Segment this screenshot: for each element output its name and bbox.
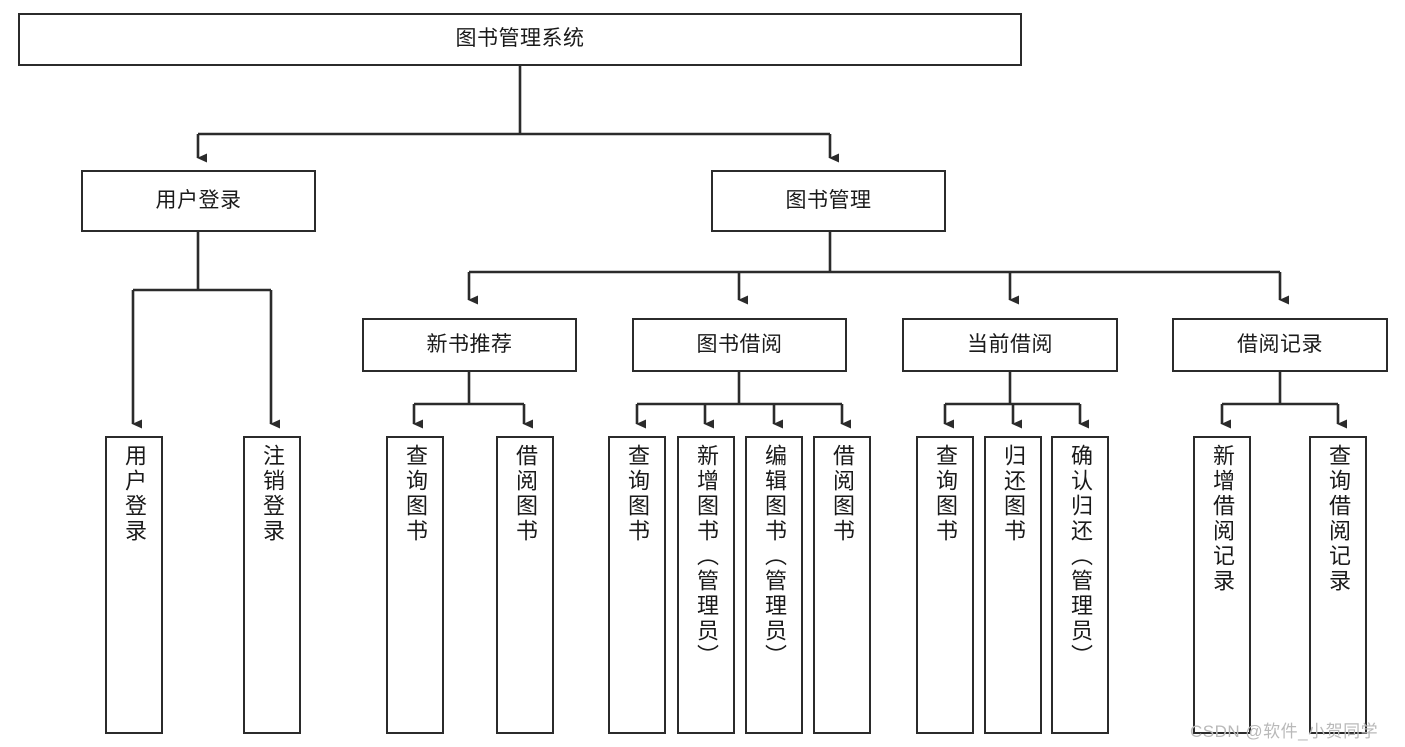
node-label: 图书借阅 <box>696 332 783 356</box>
leaf-add-borrow-record[interactable]: 新增借阅记录 <box>1193 436 1251 734</box>
node-label: 查询图书 <box>403 444 428 544</box>
leaf-confirm-return[interactable]: 确认归还（管理员） <box>1051 436 1109 734</box>
node-book-manage[interactable]: 图书管理 <box>711 170 946 232</box>
node-label: 查询图书 <box>625 444 650 544</box>
node-label: 查询借阅记录 <box>1326 444 1351 594</box>
node-root-system[interactable]: 图书管理系统 <box>18 13 1022 66</box>
node-book-borrow[interactable]: 图书借阅 <box>632 318 847 372</box>
node-user-login[interactable]: 用户登录 <box>81 170 316 232</box>
leaf-query-book-recommend[interactable]: 查询图书 <box>386 436 444 734</box>
node-label: 新增图书（管理员） <box>694 444 719 669</box>
leaf-query-book-current[interactable]: 查询图书 <box>916 436 974 734</box>
node-label: 图书管理 <box>785 188 872 212</box>
node-label: 查询图书 <box>933 444 958 544</box>
leaf-user-login[interactable]: 用户登录 <box>105 436 163 734</box>
node-label: 注销登录 <box>260 444 285 544</box>
node-label: 确认归还（管理员） <box>1068 444 1093 669</box>
node-label: 新书推荐 <box>426 332 513 356</box>
leaf-add-book[interactable]: 新增图书（管理员） <box>677 436 735 734</box>
node-label: 借阅记录 <box>1237 332 1323 356</box>
leaf-borrow-book-recommend[interactable]: 借阅图书 <box>496 436 554 734</box>
node-current-borrow[interactable]: 当前借阅 <box>902 318 1118 372</box>
leaf-edit-book[interactable]: 编辑图书（管理员） <box>745 436 803 734</box>
node-borrow-record[interactable]: 借阅记录 <box>1172 318 1388 372</box>
leaf-query-book-borrow[interactable]: 查询图书 <box>608 436 666 734</box>
node-label: 新增借阅记录 <box>1210 444 1235 594</box>
csdn-watermark: CSDN @软件_小贺同学 <box>1190 722 1379 741</box>
node-new-book-recommend[interactable]: 新书推荐 <box>362 318 577 372</box>
leaf-query-borrow-record[interactable]: 查询借阅记录 <box>1309 436 1367 734</box>
node-label: 借阅图书 <box>830 444 855 544</box>
leaf-return-book[interactable]: 归还图书 <box>984 436 1042 734</box>
node-label: 借阅图书 <box>513 444 538 544</box>
node-label: 当前借阅 <box>967 332 1053 356</box>
leaf-borrow-book[interactable]: 借阅图书 <box>813 436 871 734</box>
node-label: 用户登录 <box>155 188 242 212</box>
node-label: 图书管理系统 <box>455 27 585 51</box>
node-label: 编辑图书（管理员） <box>762 444 787 669</box>
leaf-logout[interactable]: 注销登录 <box>243 436 301 734</box>
node-label: 归还图书 <box>1001 444 1026 544</box>
node-label: 用户登录 <box>122 444 147 544</box>
